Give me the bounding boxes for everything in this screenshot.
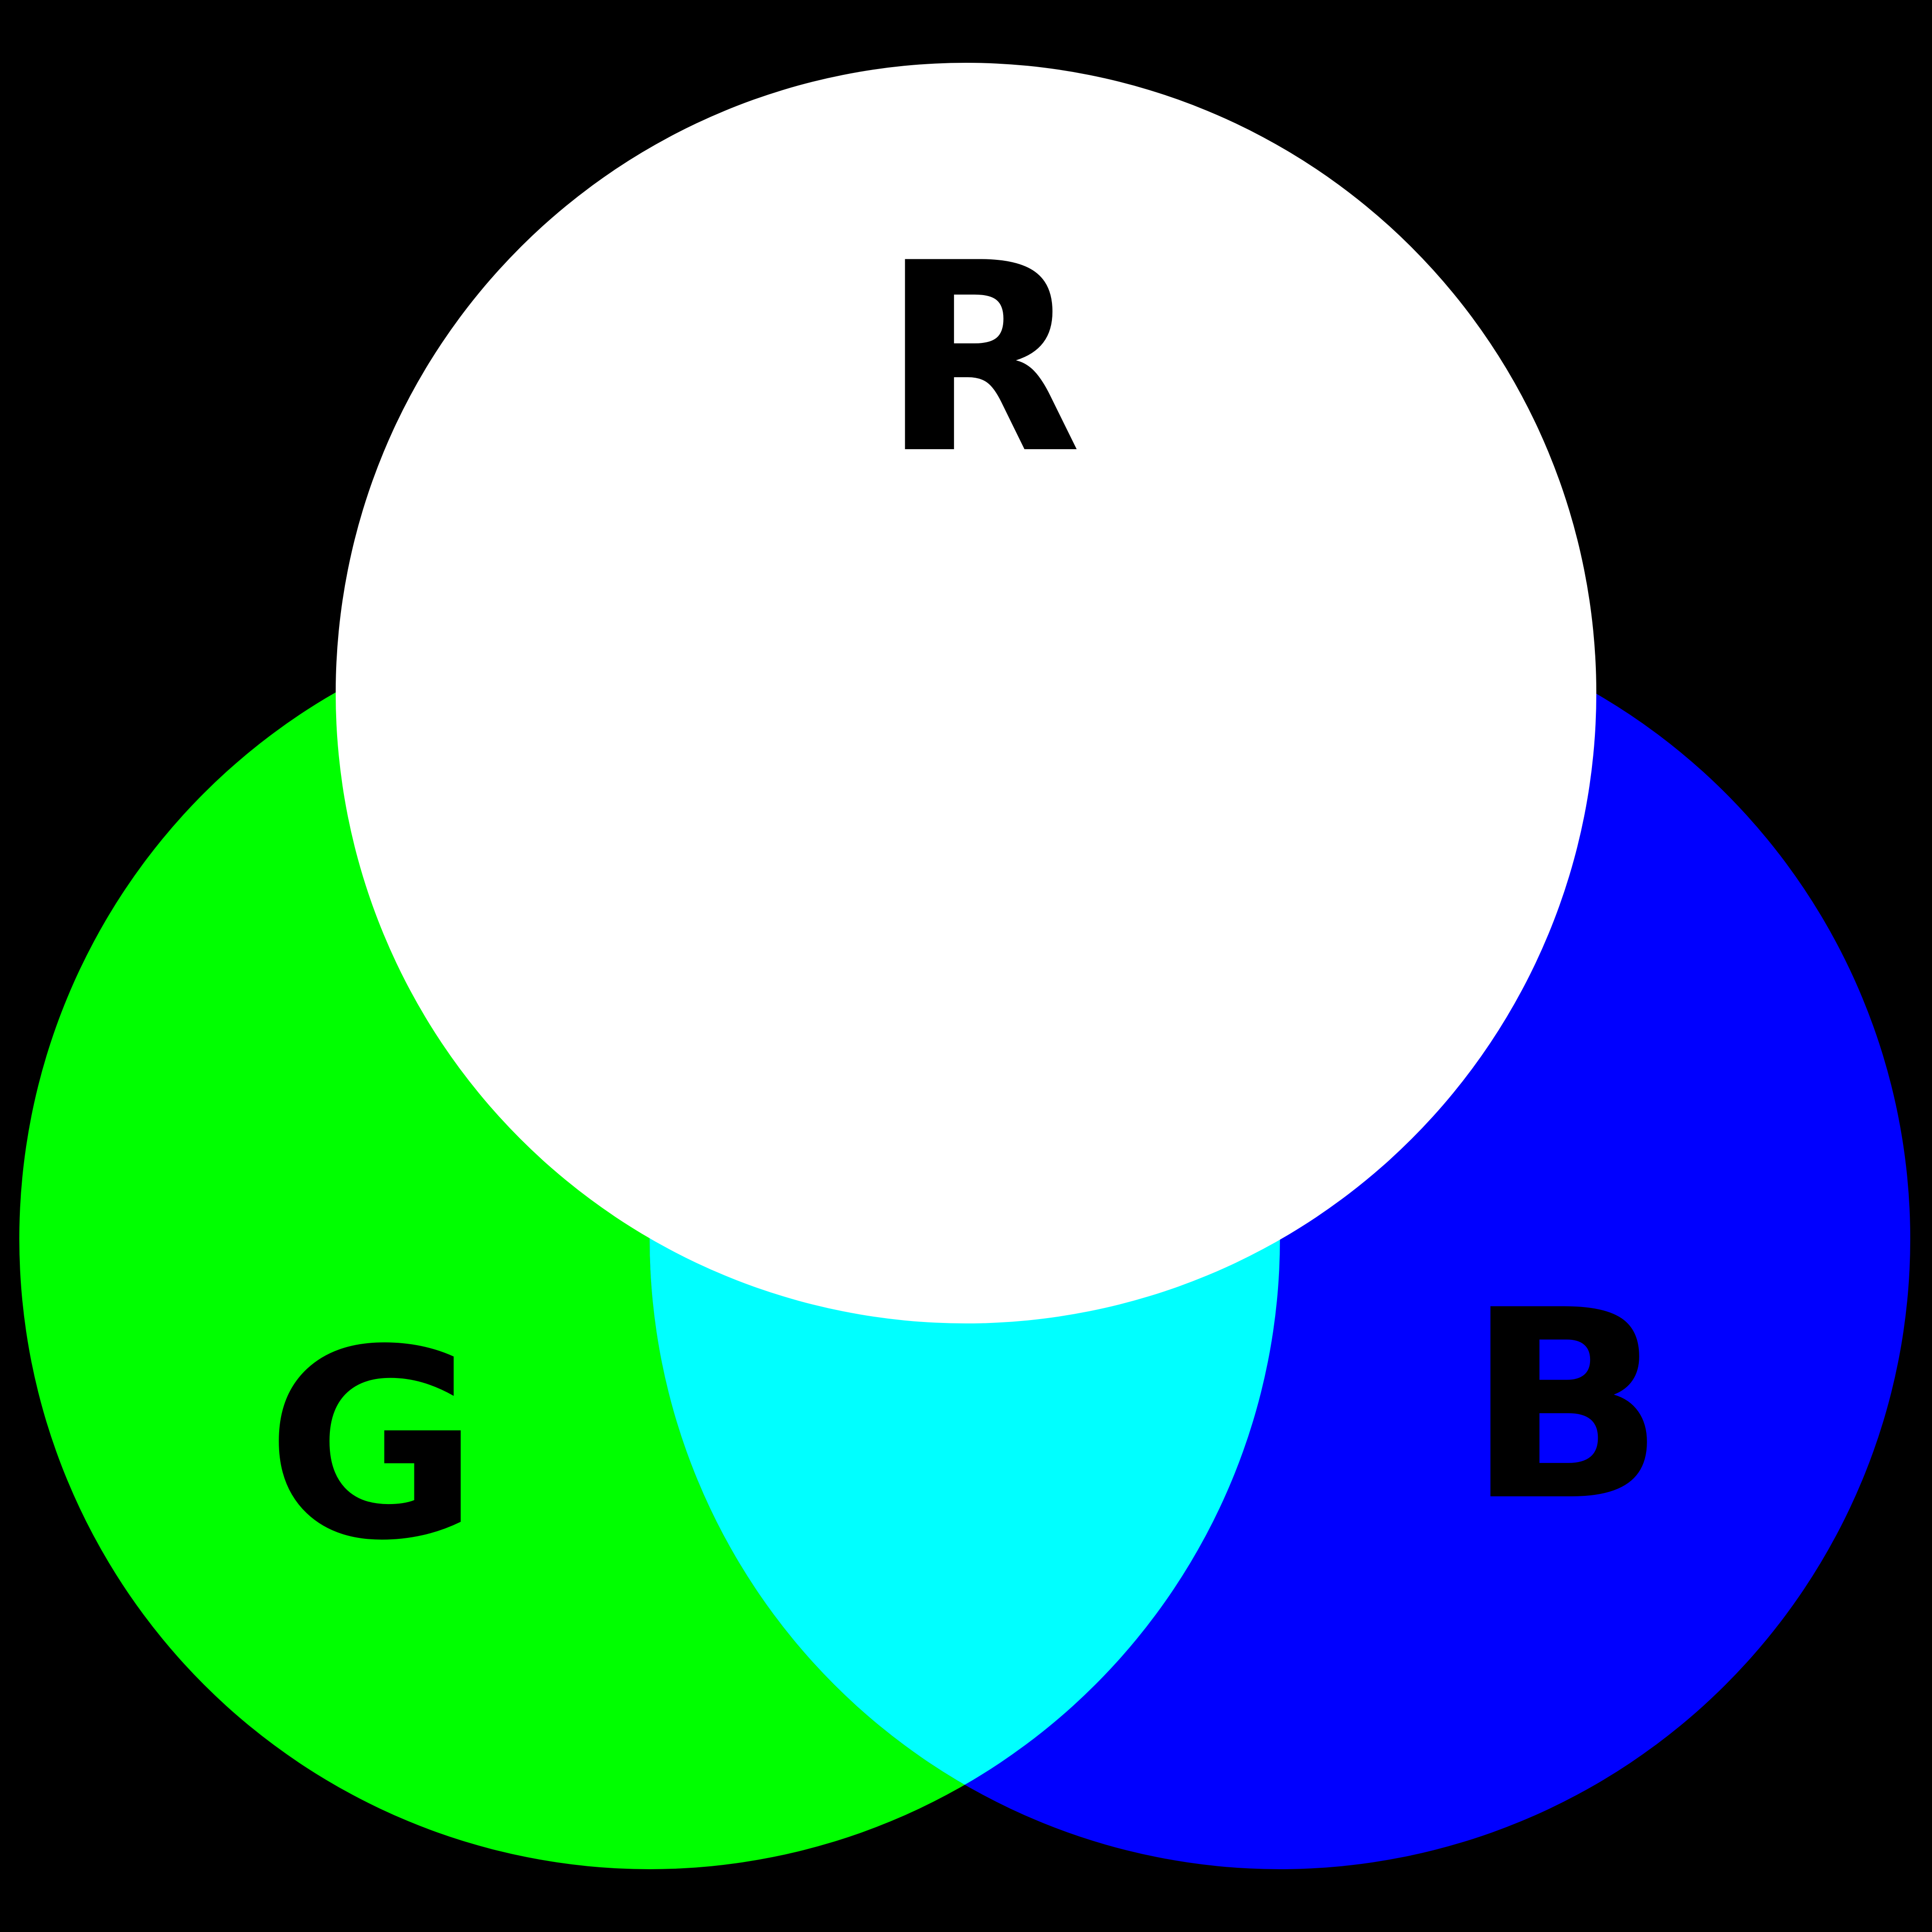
blue-circle-label: B <box>1466 1255 1665 1558</box>
green-circle-label: G <box>266 1294 480 1598</box>
red-circle <box>336 63 1596 1323</box>
red-circle-label: R <box>881 208 1082 511</box>
